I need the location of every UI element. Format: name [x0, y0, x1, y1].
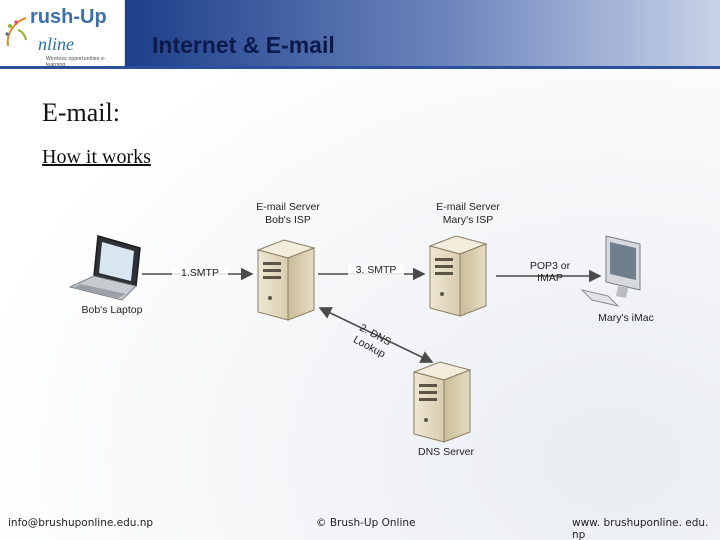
edge-label-smtp-1: 1.SMTP [172, 267, 228, 279]
bob-server-sub: Bob's ISP [265, 214, 311, 226]
edge-label-smtp-3: 3. SMTP [348, 264, 404, 276]
header-bar: rush-Up nline Wireless opportunities e-l… [0, 0, 720, 68]
bob-email-server-icon [256, 239, 316, 321]
mary-server-title: E-mail Server [436, 201, 500, 213]
imac-icon [580, 235, 641, 307]
logo-brush-text: rush-Up [30, 6, 107, 28]
dns-server-icon [412, 361, 472, 443]
slide-title: Internet & E-mail [152, 32, 335, 58]
laptop-icon [68, 235, 141, 301]
brush-logo-icon [5, 17, 27, 47]
mary-server-sub: Mary's ISP [442, 214, 494, 226]
logo-tagline: Wireless opportunities e-learning [46, 56, 107, 68]
dns-server-label: DNS Server [417, 446, 474, 458]
bob-server-title: E-mail Server [256, 201, 320, 213]
section-subheading: How it works [42, 146, 151, 168]
laptop-label: Bob's Laptop [81, 304, 143, 316]
section-heading: E-mail: [42, 98, 120, 127]
footer-copyright: © Brush-Up Online [316, 517, 416, 529]
footer-email: info@brushuponline.edu.np [8, 517, 154, 529]
logo-online-text: nline [38, 34, 74, 54]
imac-label: Mary's iMac [598, 312, 654, 324]
logo: rush-Up nline Wireless opportunities e-l… [0, 0, 125, 68]
header-divider [0, 66, 720, 69]
header-gradient-band [125, 0, 720, 66]
mary-email-server-icon [428, 235, 488, 317]
footer-website: www. brushuponline. edu. np [572, 517, 709, 540]
edge-label-pop-line2: IMAP [537, 272, 563, 284]
arrow-dns-lookup [318, 307, 434, 363]
edge-label-pop-line1: POP3 or [529, 260, 571, 272]
